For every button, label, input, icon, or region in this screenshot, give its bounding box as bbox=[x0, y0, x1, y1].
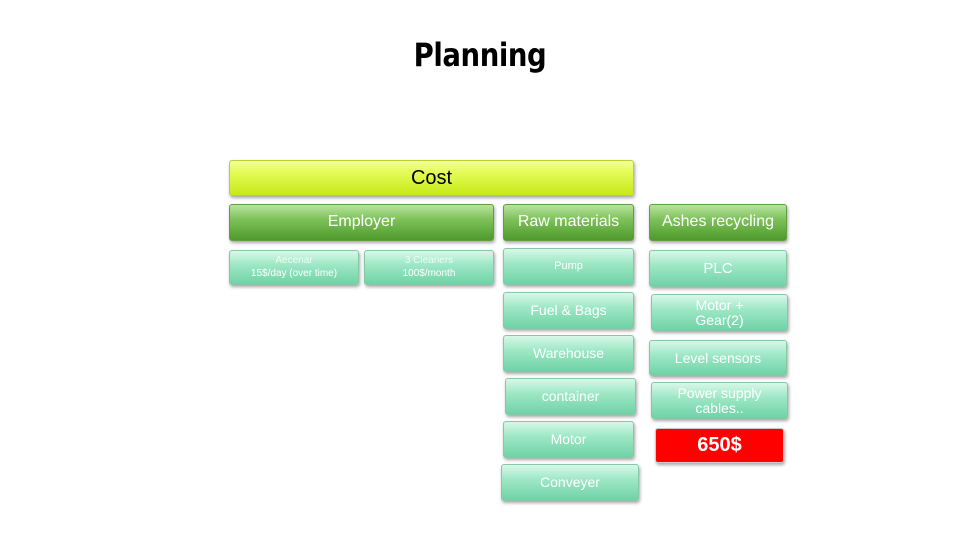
ashes-item-label: Level sensors bbox=[674, 349, 762, 366]
ashes-item-label-line1: Motor + bbox=[695, 296, 744, 313]
raw-item-container: container bbox=[505, 378, 636, 415]
raw-item-label: Conveyer bbox=[540, 474, 600, 491]
employer-item-name: Aecenar bbox=[275, 254, 313, 266]
cost-box: Cost bbox=[229, 160, 634, 196]
ashes-item-label-line1: Power supply bbox=[677, 384, 762, 401]
raw-materials-box: Raw materials bbox=[503, 204, 634, 241]
ashes-recycling-label: Ashes recycling bbox=[661, 213, 775, 231]
total-cost-value: 650$ bbox=[697, 434, 742, 456]
employer-item-aecenar: Aecenar 15$/day (over time) bbox=[229, 250, 359, 285]
slide-title: Planning bbox=[413, 36, 547, 74]
total-cost-box: 650$ bbox=[655, 428, 784, 463]
raw-materials-label: Raw materials bbox=[517, 213, 620, 231]
ashes-item-power-supply: Power supply cables.. bbox=[651, 382, 788, 419]
employer-label: Employer bbox=[327, 213, 396, 231]
ashes-item-label: PLC bbox=[703, 259, 733, 277]
employer-box: Employer bbox=[229, 204, 494, 241]
raw-item-label: Fuel & Bags bbox=[530, 302, 607, 319]
ashes-item-plc: PLC bbox=[649, 250, 787, 287]
cost-label: Cost bbox=[410, 166, 453, 189]
raw-item-fuel-bags: Fuel & Bags bbox=[503, 292, 634, 329]
raw-item-pump: Pump bbox=[503, 248, 634, 285]
ashes-item-level-sensors: Level sensors bbox=[649, 340, 787, 376]
employer-item-rate: 100$/month bbox=[402, 268, 456, 279]
raw-item-label: container bbox=[541, 388, 600, 405]
raw-item-motor: Motor bbox=[503, 421, 634, 458]
employer-item-rate: 15$/day (over time) bbox=[250, 268, 338, 279]
employer-item-name: 3 Cleaners bbox=[404, 254, 454, 266]
employer-item-cleaners: 3 Cleaners 100$/month bbox=[364, 250, 494, 285]
raw-item-label: Motor bbox=[550, 431, 587, 448]
raw-item-label: Warehouse bbox=[532, 345, 605, 362]
ashes-item-label-line2: cables.. bbox=[695, 399, 744, 416]
ashes-item-motor-gear: Motor + Gear(2) bbox=[651, 294, 788, 331]
raw-item-conveyer: Conveyer bbox=[501, 464, 639, 501]
ashes-recycling-box: Ashes recycling bbox=[649, 204, 787, 241]
ashes-item-label-line2: Gear(2) bbox=[695, 311, 744, 328]
raw-item-warehouse: Warehouse bbox=[503, 335, 634, 372]
raw-item-label: Pump bbox=[554, 259, 583, 272]
